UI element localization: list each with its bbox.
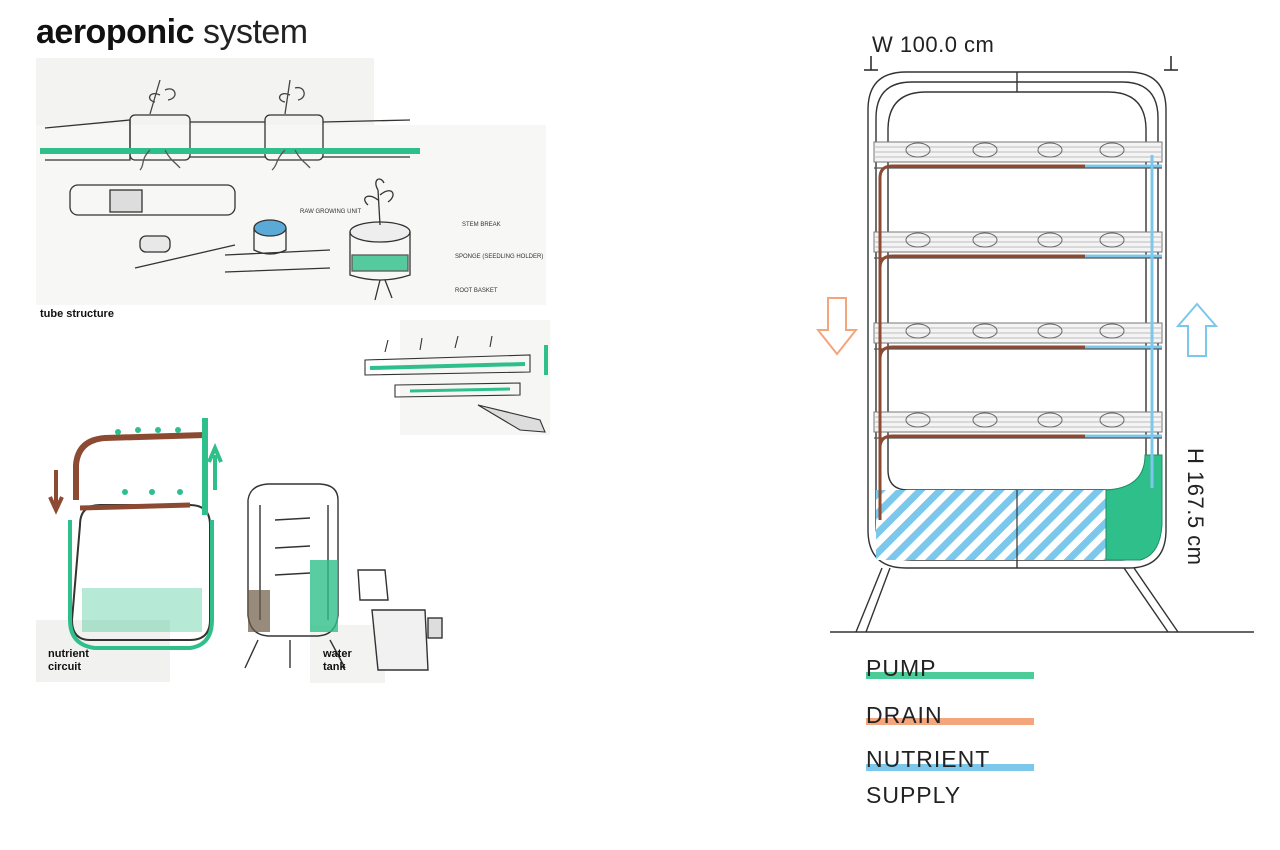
- water-tank-drawing: [244, 483, 443, 683]
- width-dimension-marks: [864, 56, 1178, 71]
- page-title: aeroponic system: [36, 12, 308, 52]
- legend-drain-label: DRAIN: [866, 702, 943, 728]
- concept-sketches: STEM BREAK SPONGE (SEEDLING HOLDER) ROOT…: [36, 58, 550, 683]
- note-stem-break: STEM BREAK: [462, 222, 501, 228]
- height-dimension: H 167.5 cm: [1183, 448, 1208, 566]
- legend-nutrient-label: NUTRIENT SUPPLY: [866, 747, 1086, 807]
- cabinet: [867, 71, 1167, 569]
- pump-reservoir: [1105, 454, 1163, 561]
- nutrient-circuit-drawing: [36, 418, 223, 682]
- label-nutrient-circuit: nutrient circuit: [48, 648, 89, 673]
- note-raw-growing-unit: RAW GROWING UNIT: [300, 209, 361, 215]
- tube-drawing: [40, 79, 420, 301]
- grow-shelves: [873, 141, 1163, 439]
- width-dimension: W 100.0 cm: [872, 32, 995, 57]
- legend-pump-swatch: [866, 672, 1034, 679]
- title-light: system: [202, 13, 308, 51]
- filter-drawing: [364, 335, 548, 433]
- shelf-2: [873, 231, 1163, 259]
- supply-flow-arrow-icon: [1175, 302, 1219, 357]
- legend-nutrient-line2: SUPPLY: [866, 782, 962, 808]
- note-sponge: SPONGE (SEEDLING HOLDER): [455, 254, 543, 260]
- legend-nutrient-swatch: [866, 764, 1034, 771]
- legend-nutrient-line1: NUTRIENT: [866, 746, 991, 772]
- label-tube-structure: tube structure: [40, 308, 114, 320]
- drain-pipes: [878, 164, 1085, 520]
- shelf-4: [873, 411, 1163, 439]
- water-tank-hatch: [876, 490, 1106, 560]
- shelf-3: [873, 322, 1163, 350]
- cabinet-legs: [855, 567, 1179, 633]
- legend-pump-label: PUMP: [866, 655, 937, 681]
- drain-flow-arrow-icon: [815, 297, 859, 356]
- label-water-tank: water tank: [323, 648, 352, 673]
- note-root-basket: ROOT BASKET: [455, 288, 498, 294]
- shelf-1: [873, 141, 1163, 169]
- plant-pods: [905, 142, 1125, 428]
- title-bold: aeroponic: [36, 13, 194, 51]
- legend-drain-swatch: [866, 718, 1034, 725]
